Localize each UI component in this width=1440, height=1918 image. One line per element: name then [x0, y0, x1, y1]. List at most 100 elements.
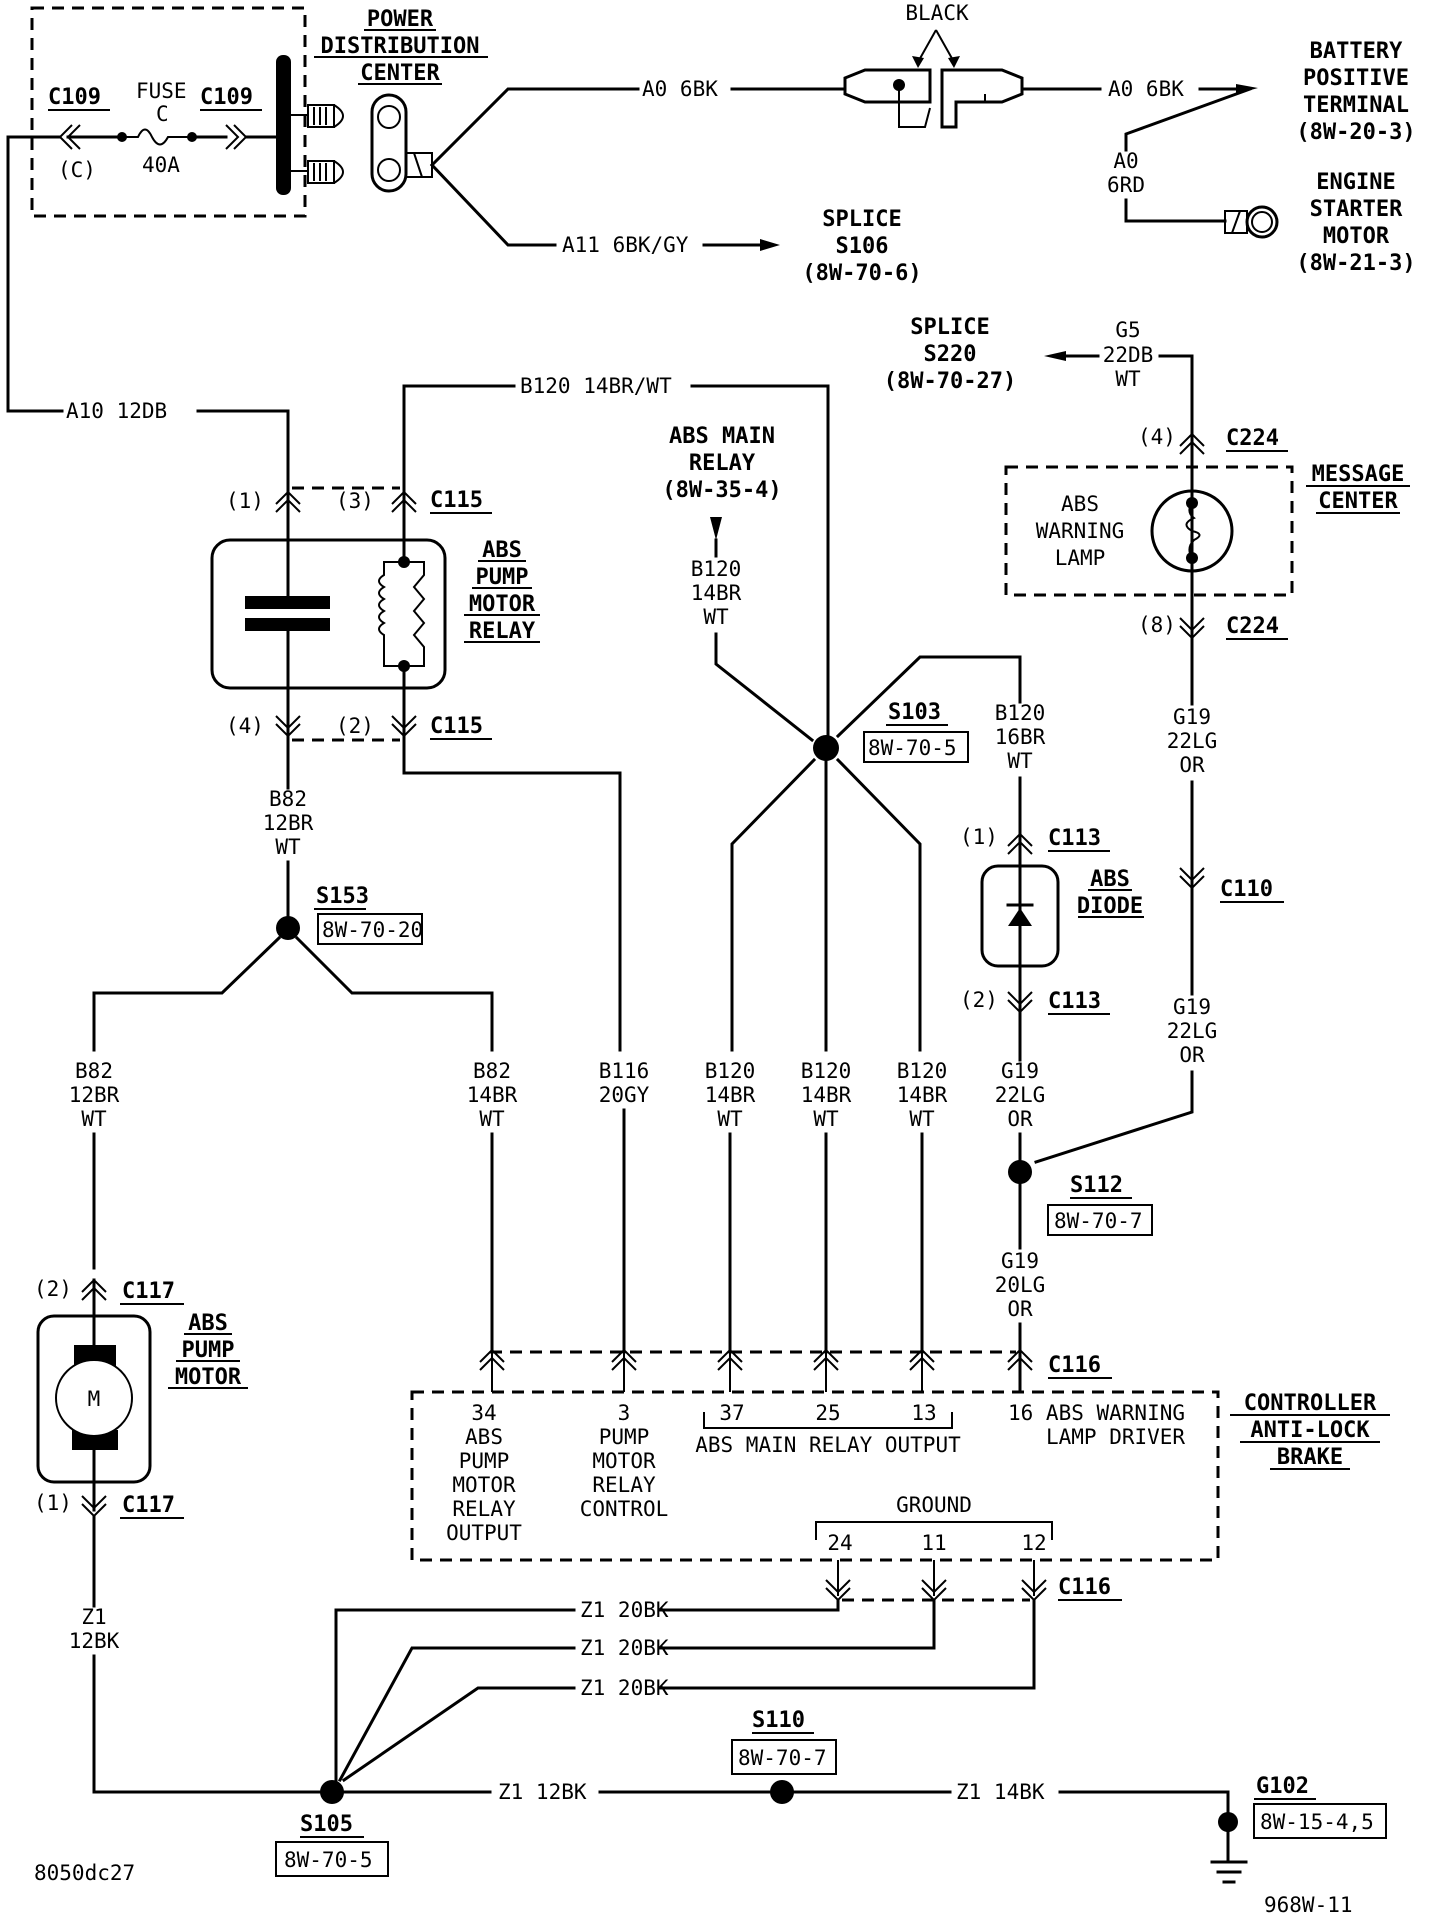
abs-main-relay-label-1: ABS MAIN	[669, 424, 775, 449]
warning-lamp-label-2: WARNING	[1036, 519, 1125, 543]
wire-label-z1-14bk: Z1 14BK	[956, 1780, 1045, 1804]
pdc-bus-bar	[276, 55, 291, 195]
wire-z1-20bk-11	[658, 1598, 936, 1650]
fuse-icon	[122, 128, 192, 146]
fuse-cavity: (C)	[58, 158, 96, 182]
wire-z1-20bk-12-left	[341, 1686, 576, 1783]
wire-label-z1-20bk-2: Z1 20BK	[580, 1636, 669, 1660]
wire-a0-6rd-lower	[1124, 198, 1227, 223]
splice-s105-ref: 8W-70-5	[284, 1848, 373, 1872]
wire-label-g19-diode-1: G19	[1001, 1059, 1039, 1083]
wire-label-b82-left-3: WT	[81, 1107, 107, 1131]
starter-label-2: STARTER	[1310, 197, 1403, 222]
splice-s112-id: S112	[1070, 1173, 1123, 1198]
message-center-label-2: CENTER	[1318, 489, 1398, 514]
connector-icon	[391, 715, 417, 738]
relay-pin-2: (2)	[336, 714, 374, 738]
wire-label-g19-20lg-1: G19	[1001, 1249, 1039, 1273]
bracket	[703, 1412, 953, 1429]
wire-label-a0-6bk-left: A0 6BK	[642, 77, 718, 101]
connector-c109-right-icon	[225, 124, 248, 150]
wire-label-g19-lamp-b-1: G19	[1173, 995, 1211, 1019]
motor-pin-1: (1)	[34, 1491, 72, 1515]
wire-label-a11: A11 6BK/GY	[562, 233, 689, 257]
relay-pin-1: (1)	[226, 489, 264, 513]
wire-label-b120-a-1: B120	[705, 1059, 756, 1083]
wire-g19-to-s112	[1034, 1070, 1194, 1164]
splice-s112-ref: 8W-70-7	[1054, 1209, 1143, 1233]
pin-3-desc-1: PUMP	[599, 1425, 650, 1449]
wire-z1-20bk-11-left	[337, 1646, 576, 1783]
starter-label-1: ENGINE	[1316, 170, 1395, 195]
pin-34: 34	[471, 1401, 496, 1425]
abs-main-relay-label-2: RELAY	[689, 451, 756, 476]
connector-c110-icon	[1179, 867, 1205, 890]
connector-c115-bottom: C115	[430, 714, 483, 739]
warning-lamp-icon	[1150, 489, 1234, 573]
motor-pin-2: (2)	[34, 1277, 72, 1301]
wire-label-b82-top-2: 12BR	[263, 811, 314, 835]
pin-34-desc-4: RELAY	[452, 1497, 516, 1521]
c224-pin-4: (4)	[1138, 425, 1176, 449]
wire-label-g19-diode-2: 22LG	[995, 1083, 1046, 1107]
relay-coil-icon	[378, 561, 404, 667]
wire-label-g19-lamp-a-3: OR	[1179, 753, 1205, 777]
inline-connector-black: BLACK	[843, 1, 1024, 129]
connector-c117-top: C117	[122, 1279, 175, 1304]
wire-label-b120-b-3: WT	[813, 1107, 839, 1131]
wire-b120-16br-upper	[835, 655, 1022, 739]
wire-b120-c	[835, 757, 922, 1052]
wire-label-g19-lamp-a-2: 22LG	[1167, 729, 1218, 753]
splice-s153-ref: 8W-70-20	[322, 918, 423, 942]
relay-body	[210, 538, 447, 690]
pin-3-desc-3: RELAY	[592, 1473, 656, 1497]
controller-anti-lock-brake: C116 34 ABS PUMP MOTOR RELAY OUTPUT 3 PU…	[410, 1348, 1390, 1602]
connector-icon	[1007, 1348, 1033, 1371]
pin-3-desc-2: MOTOR	[592, 1449, 656, 1473]
connector-c115-top: C115	[430, 488, 483, 513]
splice-s153	[276, 916, 300, 940]
wire-label-b82-left-2: 12BR	[69, 1083, 120, 1107]
diode-pin-2: (2)	[960, 988, 998, 1012]
wire-label-g19-20lg-2: 20LG	[995, 1273, 1046, 1297]
abs-pump-motor: (2) C117 M ABS PUMP MOTOR (1) C117	[34, 1277, 248, 1519]
wire-label-g19-20lg-3: OR	[1007, 1297, 1033, 1321]
wire-label-b120-a-2: 14BR	[705, 1083, 756, 1107]
wire-z1-14bk	[1058, 1790, 1230, 1840]
fuse-id: C	[156, 102, 169, 126]
diode-label-2: DIODE	[1077, 894, 1143, 919]
wire-label-b120-b-1: B120	[801, 1059, 852, 1083]
battery-label-4: (8W-20-3)	[1296, 120, 1415, 145]
pin-16-desc: LAMP DRIVER	[1046, 1425, 1185, 1449]
splice-s220-label-1: SPLICE	[910, 315, 989, 340]
wire-b120-from-main-relay	[714, 632, 815, 743]
diode-label-1: ABS	[1090, 867, 1130, 892]
pin-25: 25	[815, 1401, 840, 1425]
wire-label-b116-1: B116	[599, 1059, 650, 1083]
ground-label: GROUND	[896, 1493, 972, 1517]
relay-label-2: PUMP	[476, 565, 529, 590]
motor-label-3: MOTOR	[175, 1365, 242, 1390]
power-distribution-center: POWER DISTRIBUTION CENTER C109 FUSE C C1…	[6, 6, 488, 218]
relay-label-1: ABS	[482, 538, 522, 563]
wire-label-z1-left-1: Z1	[81, 1605, 106, 1629]
wire-label-g19-lamp-a-1: G19	[1173, 705, 1211, 729]
splice-s110-ref: 8W-70-7	[738, 1746, 827, 1770]
pin-11: 11	[921, 1531, 946, 1555]
pin-34-desc-3: MOTOR	[452, 1473, 516, 1497]
wire-label-a0-6rd-1: A0	[1113, 149, 1138, 173]
wire-label-g5-1: G5	[1115, 318, 1140, 342]
splice-s112	[1008, 1160, 1032, 1184]
wire-label-b82-top-3: WT	[275, 835, 301, 859]
starter-label-4: (8W-21-3)	[1296, 251, 1415, 276]
splice-s153-id: S153	[316, 884, 369, 909]
wire-b120-top-right	[690, 384, 830, 742]
wire-label-a10: A10 12DB	[66, 399, 167, 423]
wire-z1-20bk-24	[658, 1598, 840, 1612]
pdc-label-2: DISTRIBUTION	[321, 34, 480, 59]
splice-s106-label-1: SPLICE	[822, 207, 901, 232]
wire-z1-20bk-12	[658, 1598, 1036, 1690]
controller-label-3: BRAKE	[1277, 1445, 1343, 1470]
wire-label-b82-right-3: WT	[479, 1107, 505, 1131]
wire-a10-relay	[196, 409, 290, 490]
